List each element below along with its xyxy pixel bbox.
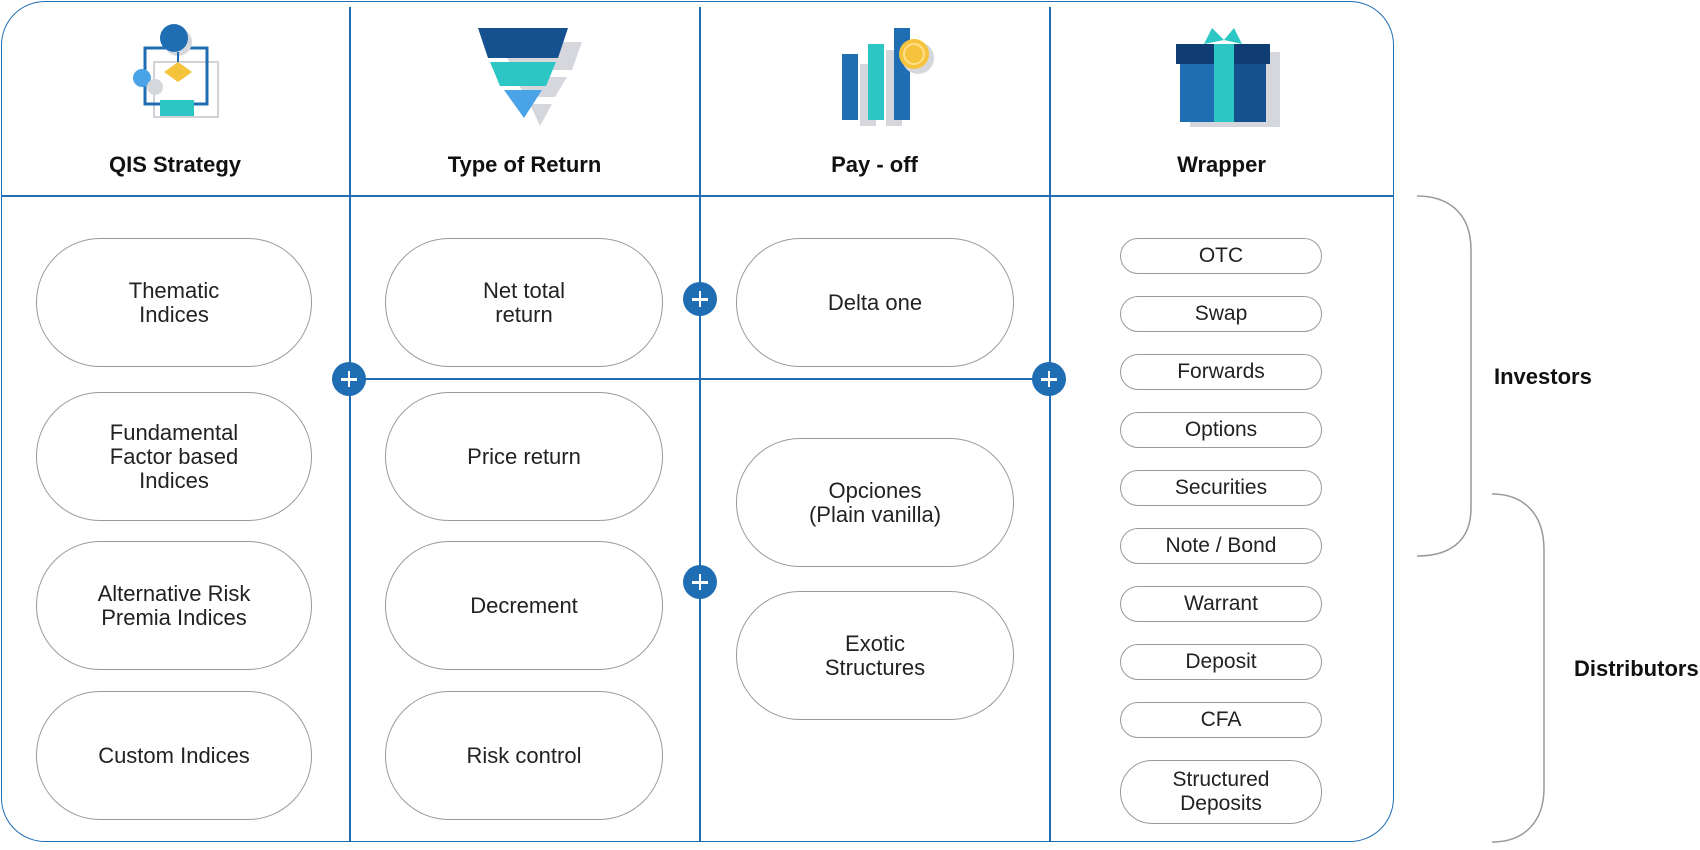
- gift-box-icon: [1176, 28, 1280, 127]
- payoff-item-exotic: Exotic Structures: [736, 591, 1014, 720]
- qis-item-alternative-risk: Alternative Risk Premia Indices: [36, 541, 312, 670]
- wrapper-item-otc: OTC: [1120, 238, 1322, 274]
- funnel-icon: [478, 28, 582, 126]
- column-title-wrapper: Wrapper: [1177, 152, 1266, 177]
- wrapper-item-swap: Swap: [1120, 296, 1322, 332]
- middle-connector-line: [349, 378, 1048, 380]
- wrapper-item-note-bond: Note / Bond: [1120, 528, 1322, 564]
- plus-connector-icon: [1032, 362, 1066, 396]
- column-title-pay-off: Pay - off: [831, 152, 918, 177]
- investors-label: Investors: [1494, 364, 1592, 389]
- wrapper-item-deposit: Deposit: [1120, 644, 1322, 680]
- plus-connector-icon: [683, 282, 717, 316]
- column-title-qis-strategy: QIS Strategy: [108, 152, 242, 177]
- column-title-type-of-return: Type of Return: [447, 152, 602, 177]
- plus-connector-icon: [683, 565, 717, 599]
- wrapper-item-cfa: CFA: [1120, 702, 1322, 738]
- payoff-item-plain-vanilla: Opciones (Plain vanilla): [736, 438, 1014, 567]
- header-divider: [1, 195, 1393, 197]
- distributors-brace: [1491, 493, 1545, 843]
- distributors-label: Distributors: [1574, 656, 1699, 681]
- diagram-frame: [1, 1, 1394, 842]
- return-item-risk-control: Risk control: [385, 691, 663, 820]
- wrapper-item-forwards: Forwards: [1120, 354, 1322, 390]
- plus-connector-icon: [332, 362, 366, 396]
- wrapper-item-securities: Securities: [1120, 470, 1322, 506]
- investors-brace: [1416, 195, 1472, 557]
- return-item-net-total: Net total return: [385, 238, 663, 367]
- return-item-price: Price return: [385, 392, 663, 521]
- wrapper-item-options: Options: [1120, 412, 1322, 448]
- flowchart-icon: [133, 24, 219, 118]
- divider-2: [699, 7, 701, 842]
- wrapper-item-structured-deposits: Structured Deposits: [1120, 760, 1322, 824]
- qis-item-thematic: Thematic Indices: [36, 238, 312, 367]
- bar-chart-coin-icon: [842, 28, 934, 126]
- wrapper-item-warrant: Warrant: [1120, 586, 1322, 622]
- qis-item-custom: Custom Indices: [36, 691, 312, 820]
- payoff-item-delta-one: Delta one: [736, 238, 1014, 367]
- divider-3: [1049, 7, 1051, 842]
- qis-item-fundamental: Fundamental Factor based Indices: [36, 392, 312, 521]
- return-item-decrement: Decrement: [385, 541, 663, 670]
- divider-1: [349, 7, 351, 842]
